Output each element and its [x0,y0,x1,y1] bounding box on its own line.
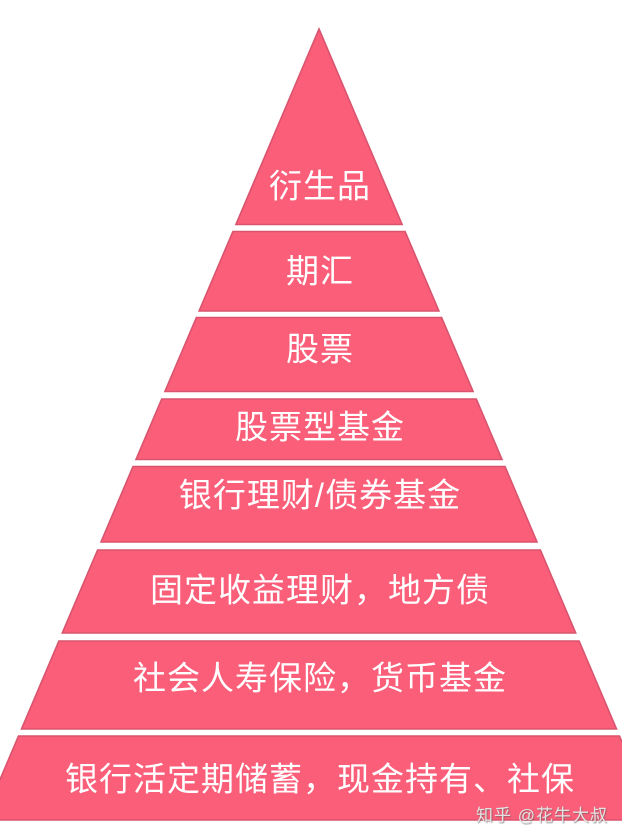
pyramid-tier-shape-1 [234,26,404,226]
pyramid-tier-label-6: 固定收益理财，地方债 [150,571,490,609]
pyramid-tier-shape-7 [20,640,618,730]
pyramid-tier-shape-5 [99,465,539,543]
pyramid-tier-label-7: 社会人寿保险，货币基金 [133,659,507,697]
pyramid-tier-label-8: 银行活定期储蓄，现金持有、社保 [65,760,575,798]
pyramid-tier-shape-3 [163,316,475,393]
pyramid-tier-shape-2 [197,230,441,312]
pyramid-tier-shape-6 [61,549,577,634]
pyramid-tier-label-4: 股票型基金 [235,408,405,446]
pyramid-tier-label-2: 期汇 [286,252,354,290]
pyramid-tier-label-5: 银行理财/债券基金 [178,476,462,514]
pyramid-tier-label-3: 股票 [286,330,354,368]
pyramid-tier-shape-4 [134,398,504,461]
pyramid-tier-shape-8 [0,735,622,821]
watermark-text: 知乎 @花牛大叔 [476,806,608,825]
pyramid-tier-label-1: 衍生品 [269,167,371,205]
